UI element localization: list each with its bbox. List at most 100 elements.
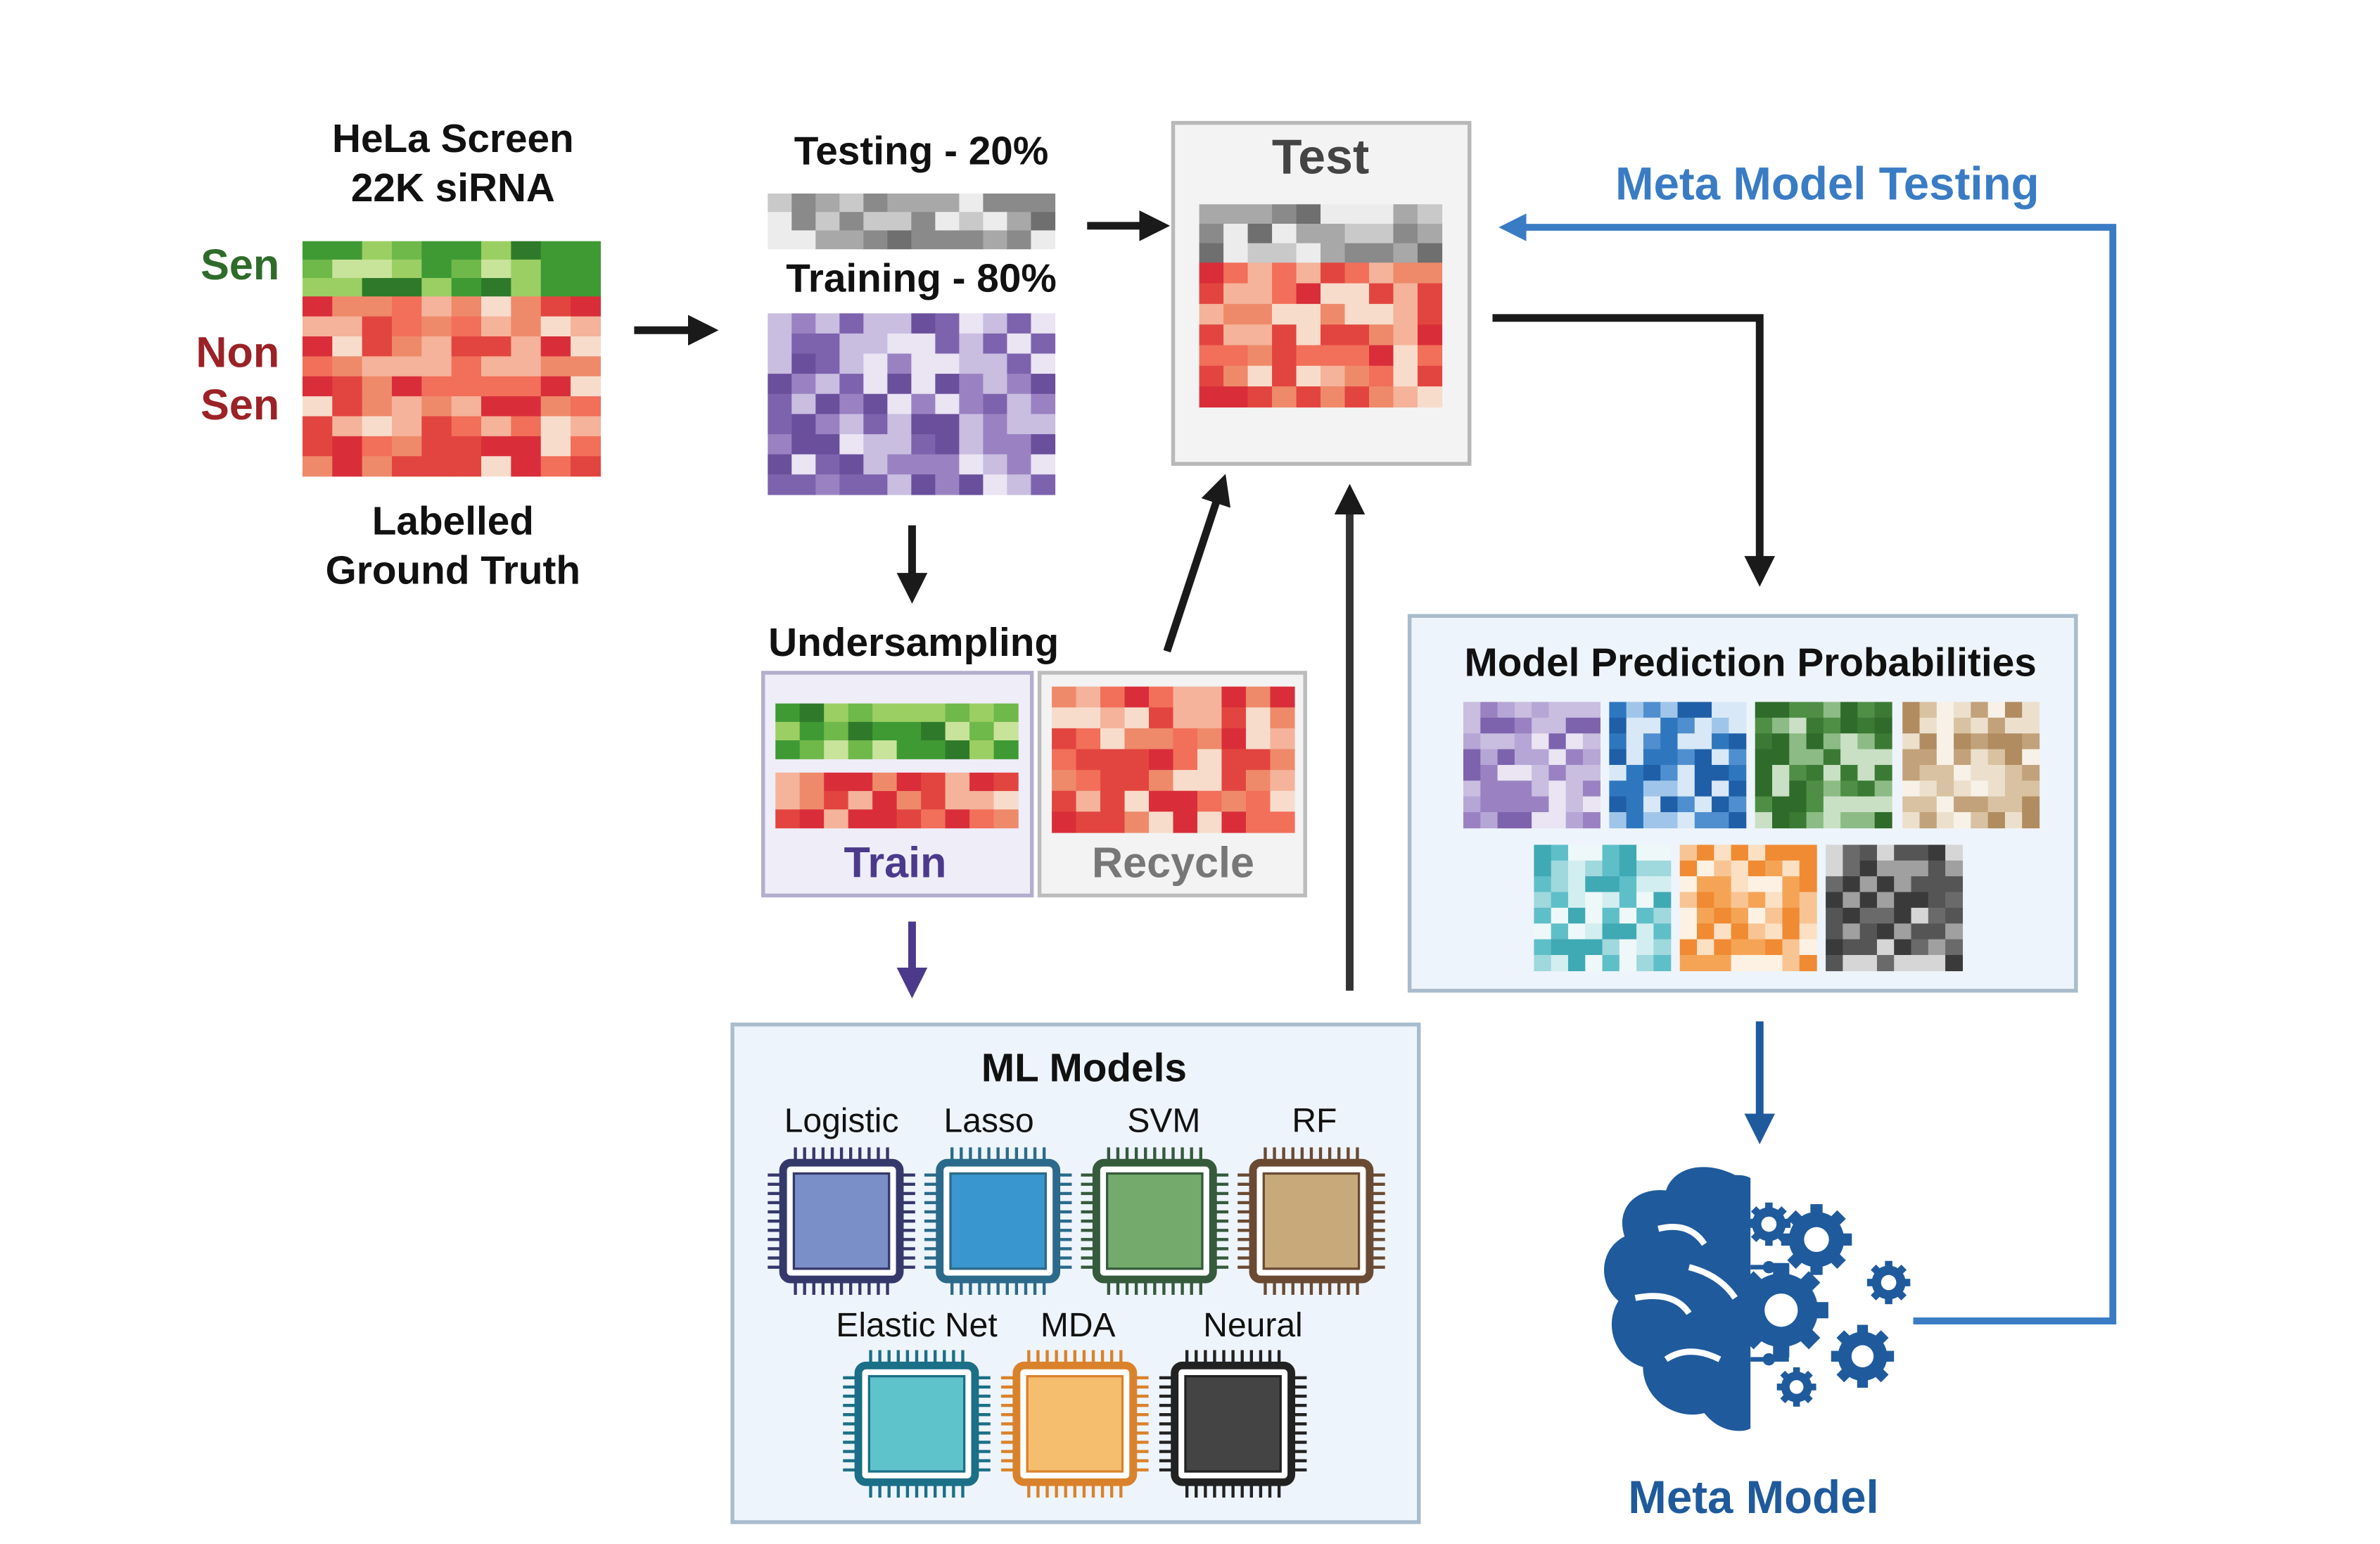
heatmap-cell xyxy=(1987,717,2006,734)
heatmap-cell xyxy=(935,194,960,213)
heatmap-cell xyxy=(1945,955,1964,972)
heatmap-cell xyxy=(872,721,898,741)
heatmap-cell xyxy=(959,353,984,374)
heatmap-cell xyxy=(1031,474,1056,495)
heatmap-cell xyxy=(481,278,512,297)
heatmap-cell xyxy=(1532,764,1550,781)
heatmap-cell xyxy=(959,374,984,395)
heatmap-cell xyxy=(863,414,889,435)
heatmap-cell xyxy=(872,809,898,829)
heatmap-cell xyxy=(1514,717,1532,734)
heatmap-cell xyxy=(1007,194,1032,213)
heatmap-cell xyxy=(1296,262,1321,284)
heatmap-cell xyxy=(983,313,1008,334)
heatmap-cell xyxy=(1765,876,1783,893)
heatmap-cell xyxy=(332,376,363,397)
heatmap-cell xyxy=(1497,749,1515,766)
heatmap-cell xyxy=(1393,386,1418,408)
heatmap-cell xyxy=(1124,770,1150,792)
heatmap-cell xyxy=(815,313,840,334)
heatmap-cell xyxy=(1876,844,1895,861)
heatmap-cell xyxy=(887,333,912,355)
heatmap-cell xyxy=(1296,386,1321,408)
heatmap-cell xyxy=(1729,764,1747,781)
heatmap-cell xyxy=(911,230,936,250)
heatmap-cell xyxy=(839,454,864,475)
heatmap-cell xyxy=(824,703,849,723)
heatmap-cell xyxy=(571,241,602,260)
heatmap-cell xyxy=(1660,733,1679,750)
heatmap-cell xyxy=(1609,733,1627,750)
heatmap-cell xyxy=(887,230,912,250)
heatmap-cell xyxy=(1731,907,1749,924)
heatmap-cell xyxy=(1840,702,1859,719)
heatmap-cell xyxy=(1245,749,1271,771)
heatmap-cell xyxy=(362,241,393,260)
heatmap-cell xyxy=(887,212,912,232)
heatmap-cell xyxy=(1843,860,1861,877)
heatmap-cell xyxy=(969,772,995,792)
heatmap-cell xyxy=(983,374,1008,395)
heatmap-cell xyxy=(1199,303,1224,325)
heatmap-cell xyxy=(511,278,542,297)
prediction-heatmap xyxy=(1609,702,1747,829)
heatmap-cell xyxy=(1197,749,1223,771)
heatmap-cell xyxy=(1714,907,1732,924)
heatmap-cell xyxy=(1619,892,1637,909)
heatmap-cell xyxy=(451,416,482,437)
chip-core xyxy=(1106,1172,1204,1270)
heatmap-cell xyxy=(1945,844,1964,861)
heatmap-cell xyxy=(1100,770,1126,792)
heatmap-cell xyxy=(1911,923,1929,940)
heatmap-cell xyxy=(1782,939,1800,956)
arrow-test-to-predictions xyxy=(1492,314,1776,587)
heatmap-cell xyxy=(1971,702,1989,719)
heatmap-cell xyxy=(1007,474,1032,495)
heatmap-cell xyxy=(1902,749,1921,766)
heatmap-cell xyxy=(1902,780,1921,797)
chip-logistic: Logistic xyxy=(768,1103,915,1295)
heatmap-cell xyxy=(1052,707,1077,729)
heatmap-cell xyxy=(1052,749,1077,771)
heatmap-cell xyxy=(1712,733,1730,750)
testing-split-label: Testing - 20% xyxy=(794,129,1049,174)
heatmap-cell xyxy=(1694,812,1712,829)
heatmap-cell xyxy=(993,740,1019,759)
heatmap-cell xyxy=(1826,907,1844,924)
heatmap-cell xyxy=(1729,780,1747,797)
heatmap-cell xyxy=(1697,892,1715,909)
heatmap-cell xyxy=(1223,386,1249,408)
heatmap-cell xyxy=(1660,764,1679,781)
heatmap-cell xyxy=(911,212,936,232)
heatmap-cell xyxy=(1789,780,1807,797)
heatmap-cell xyxy=(863,454,889,475)
heatmap-cell xyxy=(421,241,452,260)
heatmap-cell xyxy=(481,456,512,477)
heatmap-cell xyxy=(815,454,840,475)
heatmap-cell xyxy=(1755,780,1773,797)
heatmap-cell xyxy=(1806,749,1824,766)
heatmap-cell xyxy=(1765,955,1783,972)
heatmap-cell xyxy=(362,278,393,297)
heatmap-cell xyxy=(959,414,984,435)
heatmap-cell xyxy=(1697,876,1715,893)
hela-screen-title: HeLa Screen xyxy=(332,117,574,161)
heatmap-cell xyxy=(1729,733,1747,750)
heatmap-cell xyxy=(791,454,816,475)
heatmap-cell xyxy=(1296,204,1321,224)
heatmap-cell xyxy=(1602,939,1620,956)
heatmap-cell xyxy=(1369,243,1394,263)
chip-core xyxy=(1026,1374,1124,1473)
heatmap-cell xyxy=(1565,780,1584,797)
heatmap-cell xyxy=(1321,386,1346,408)
heatmap-cell xyxy=(1221,770,1247,792)
heatmap-cell xyxy=(1052,790,1077,813)
heatmap-cell xyxy=(959,313,984,334)
heatmap-cell xyxy=(421,296,452,317)
heatmap-cell xyxy=(1551,844,1569,861)
heatmap-cell xyxy=(1857,702,1876,719)
heatmap-cell xyxy=(1417,303,1443,325)
heatmap-cell xyxy=(1031,230,1056,250)
heatmap-cell xyxy=(1936,717,1954,734)
heatmap-cell xyxy=(791,212,816,232)
